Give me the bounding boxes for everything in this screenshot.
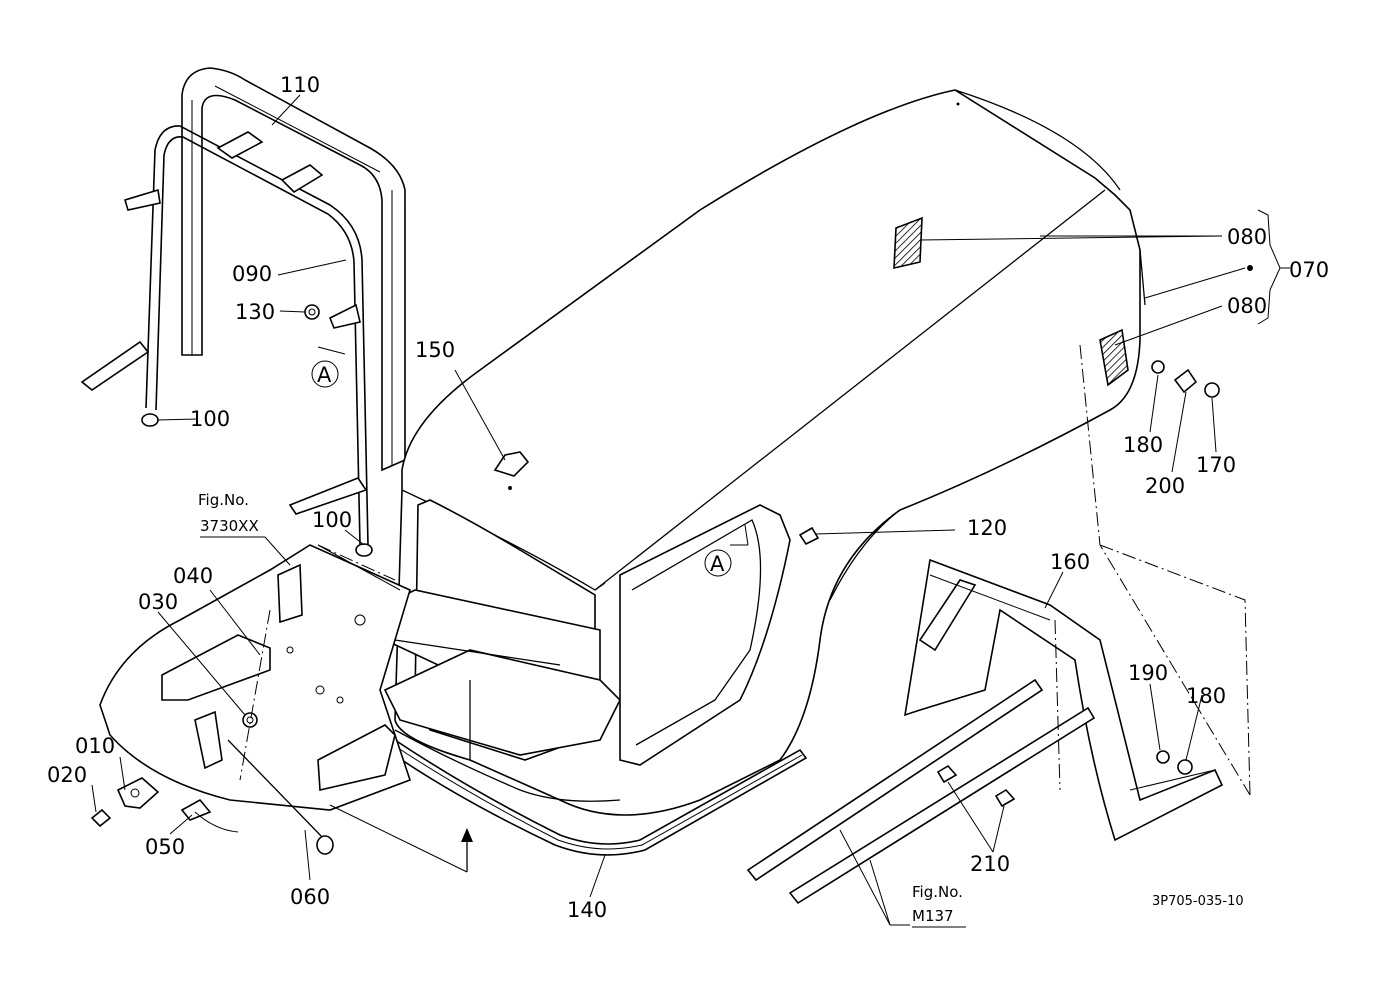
- fig-ref-2-title: Fig.No.: [912, 883, 963, 901]
- label-070: 070: [1289, 258, 1329, 282]
- label-160: 160: [1050, 550, 1090, 574]
- leader-lines: [91, 94, 1290, 928]
- label-180-b: 180: [1186, 684, 1226, 708]
- label-120: 120: [967, 516, 1007, 540]
- label-100-a: 100: [190, 407, 230, 431]
- label-180-a: 180: [1123, 433, 1163, 457]
- figure-references: Fig.No. 3730XX Fig.No. M137 3P705-035-10: [198, 491, 1244, 925]
- label-a-1: A: [317, 363, 332, 387]
- label-080-b: 080: [1227, 294, 1267, 318]
- label-210: 210: [970, 852, 1010, 876]
- label-080-a: 080: [1227, 225, 1267, 249]
- base-plate: [90, 544, 473, 873]
- side-panel: [746, 558, 1224, 905]
- hood-hardware: [798, 360, 1220, 546]
- label-020: 020: [47, 763, 87, 787]
- drawing-code: 3P705-035-10: [1152, 894, 1244, 909]
- label-200: 200: [1145, 474, 1185, 498]
- fig-ref-2-number: M137: [912, 907, 954, 925]
- label-110: 110: [280, 73, 320, 97]
- label-150: 150: [415, 338, 455, 362]
- label-190: 190: [1128, 661, 1168, 685]
- fig-ref-1-title: Fig.No.: [198, 491, 249, 509]
- part-labels: 110 090 130 A 100 150 080 070 080 180 20…: [47, 73, 1329, 922]
- label-100-b: 100: [312, 508, 352, 532]
- label-170: 170: [1196, 453, 1236, 477]
- label-090: 090: [232, 262, 272, 286]
- rops-frame: [80, 67, 406, 557]
- label-050: 050: [145, 835, 185, 859]
- label-010: 010: [75, 734, 115, 758]
- label-040: 040: [173, 564, 213, 588]
- bumper-strip: [389, 738, 808, 856]
- reference-lines: [239, 344, 1251, 796]
- label-060: 060: [290, 885, 330, 909]
- fig-ref-1-number: 3730XX: [200, 517, 259, 535]
- label-140: 140: [567, 898, 607, 922]
- hood-bonnet: [383, 89, 1146, 816]
- label-130: 130: [235, 300, 275, 324]
- label-030: 030: [138, 590, 178, 614]
- label-a-2: A: [710, 552, 725, 576]
